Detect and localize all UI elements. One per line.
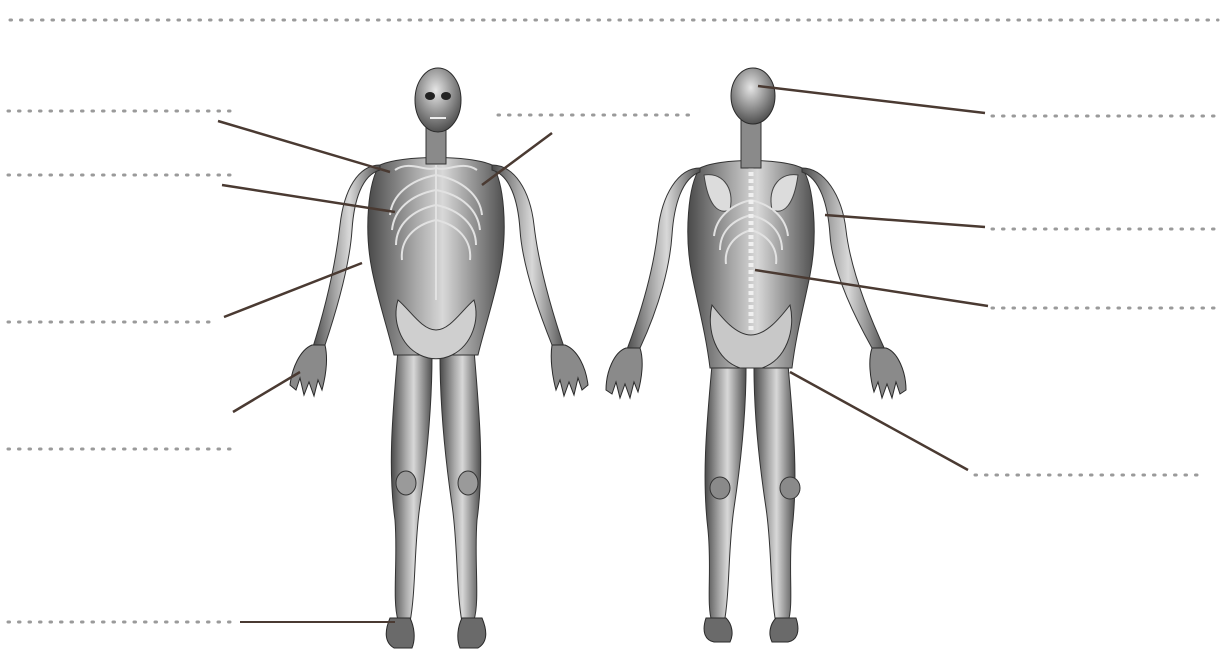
front-leader-line-5 [233,372,300,412]
front-leader-line-1 [218,121,390,172]
back-leader-line-2 [825,215,985,227]
front-leader-line-3 [482,133,552,185]
back-body-figure [606,68,906,642]
back-leader-line-1 [758,86,985,113]
